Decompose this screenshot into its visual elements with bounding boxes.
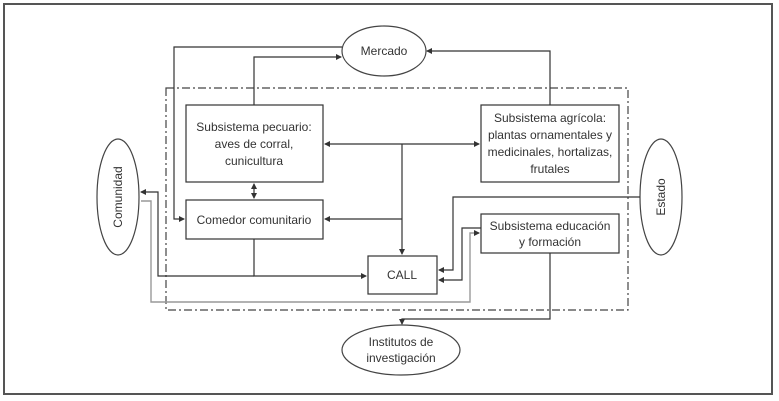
svg-text:cunicultura: cunicultura: [225, 154, 283, 168]
svg-text:medicinales, hortalizas,: medicinales, hortalizas,: [488, 145, 613, 159]
svg-text:CALL: CALL: [387, 268, 417, 282]
svg-text:Subsistema pecuario:: Subsistema pecuario:: [196, 120, 311, 134]
edge-call-to-comunidad: [140, 189, 254, 277]
svg-text:aves de corral,: aves de corral,: [215, 137, 294, 151]
edge-agricola-to-mercado: [426, 48, 551, 105]
svg-text:frutales: frutales: [530, 162, 569, 176]
node-mercado: Mercado: [341, 25, 427, 77]
edge-educacion-to-institutos: [399, 253, 551, 325]
edge-comedor-to-call: [253, 239, 367, 279]
edge-gray-feedback: [141, 200, 480, 303]
node-institutos-label-2: investigación: [366, 351, 435, 365]
node-mercado-label: Mercado: [361, 44, 408, 58]
system-boundary: [165, 87, 629, 311]
edge-educacion-to-call: [438, 227, 481, 283]
node-comedor: Comedor comunitario: [185, 199, 324, 240]
svg-text:Subsistema educación: Subsistema educación: [490, 219, 611, 233]
node-educacion: Subsistema educación y formación: [480, 213, 620, 254]
node-estado: Estado: [639, 138, 683, 256]
node-pecuario: Subsistema pecuario: aves de corral, cun…: [185, 104, 324, 183]
svg-text:y formación: y formación: [519, 235, 581, 249]
node-comunidad-label: Comunidad: [111, 166, 125, 227]
node-institutos-label: Institutos de: [369, 335, 434, 349]
edge-mercado-to-comedor: [173, 46, 342, 222]
edge-estado-to-call: [438, 196, 640, 273]
node-agricola: Subsistema agrícola: plantas ornamentale…: [480, 104, 620, 183]
node-call: CALL: [367, 255, 438, 295]
svg-text:plantas ornamentales y: plantas ornamentales y: [488, 128, 612, 142]
svg-text:Subsistema agrícola:: Subsistema agrícola:: [494, 111, 606, 125]
node-estado-label: Estado: [654, 178, 668, 216]
node-institutos: Institutos de investigación: [341, 324, 461, 376]
svg-text:Comedor comunitario: Comedor comunitario: [197, 213, 312, 227]
node-comunidad: Comunidad: [96, 138, 140, 256]
edge-pecuario-to-mercado: [253, 54, 342, 105]
